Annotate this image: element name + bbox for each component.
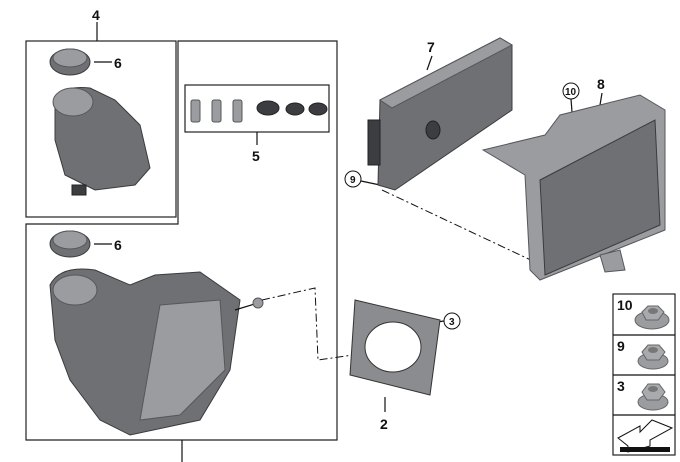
cap-icon-bottom <box>49 230 91 258</box>
bracket-icon <box>481 94 666 281</box>
callout-10: 10 <box>565 87 577 98</box>
reservoir-cap-icon <box>49 48 91 76</box>
arrow-pointer-icon <box>617 419 674 453</box>
callout-8: 8 <box>597 76 605 92</box>
flange-nut-9-icon <box>637 344 669 370</box>
screws-and-grommets-icon <box>190 99 328 123</box>
reservoir-group-frame <box>25 40 177 218</box>
callout-5: 5 <box>252 148 260 164</box>
control-unit-icon <box>367 37 514 191</box>
callout-2: 2 <box>380 416 388 432</box>
callout-3: 3 <box>449 317 455 328</box>
reservoir-icon <box>52 87 151 196</box>
legend-number-9: 9 <box>617 338 625 354</box>
brake-unit-group-frame <box>25 40 338 441</box>
nut-legend: 10 9 3 <box>612 293 676 456</box>
flange-nut-3-icon <box>637 383 669 411</box>
legend-number-10: 10 <box>617 297 633 313</box>
callout-4: 4 <box>92 7 100 23</box>
callout-6-top: 6 <box>114 55 122 71</box>
legend-number-3: 3 <box>617 378 625 394</box>
callout-7: 7 <box>427 39 435 55</box>
brake-booster-unit-icon <box>49 268 264 436</box>
gasket-icon <box>349 299 441 396</box>
callout-9: 9 <box>350 175 356 186</box>
callout-6-bottom: 6 <box>114 237 122 253</box>
flange-nut-10-icon <box>634 305 670 330</box>
